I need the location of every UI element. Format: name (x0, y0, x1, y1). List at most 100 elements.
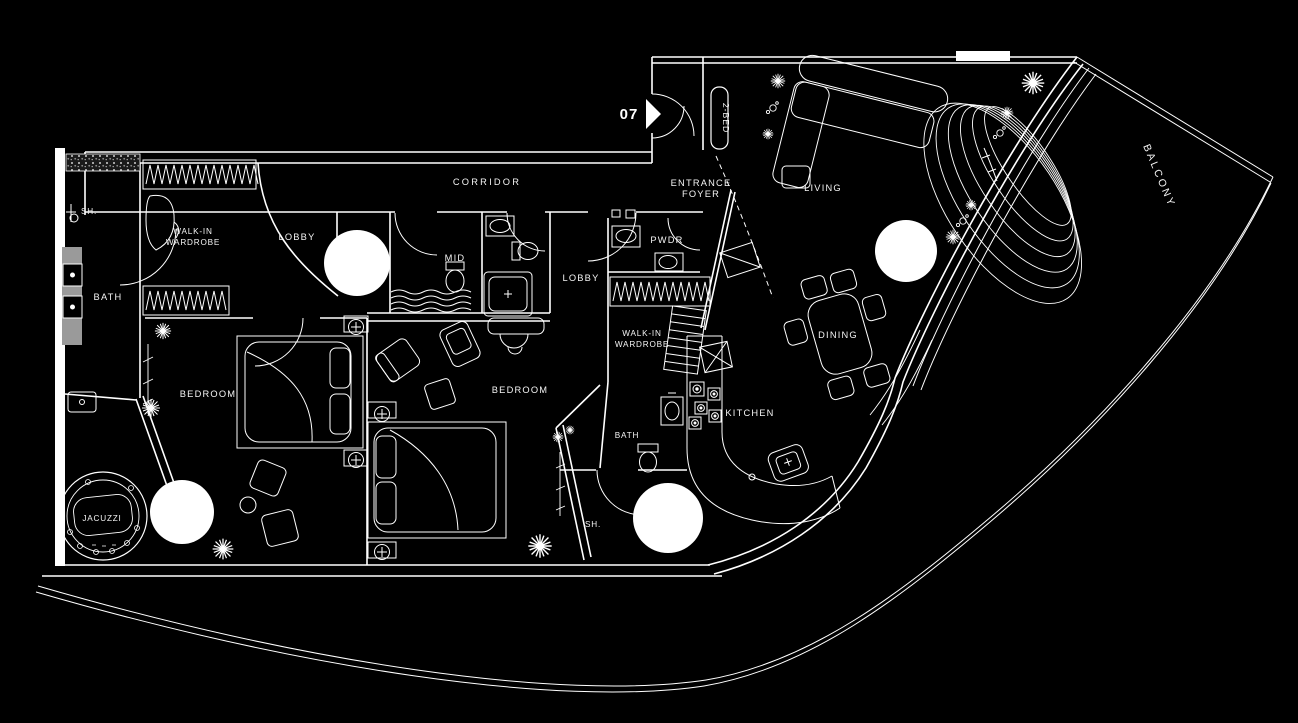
bed1-blanket-fold (246, 351, 313, 443)
oval-fan-tails (869, 329, 933, 426)
pwdr-door-swing (667, 217, 701, 251)
dining-chair-icon (863, 363, 891, 388)
balcony-sweep-inner (35, 182, 1272, 693)
bed2-pillow (375, 435, 397, 479)
jacuzzi-jets (67, 479, 140, 555)
lobby1-curved-wall (257, 162, 339, 297)
bedroom2-furniture (367, 317, 566, 560)
desk-icon (487, 317, 545, 355)
pwdr-sink-icon (611, 209, 641, 248)
bed2-frame (367, 421, 507, 539)
wardrobes (142, 159, 711, 375)
plant-icon (965, 199, 977, 211)
plant-icon (552, 431, 564, 443)
room-label-shower1: SH. (81, 207, 97, 216)
plant-icon (762, 128, 774, 140)
room-label-lobby2: LOBBY (562, 273, 599, 283)
pwdr-toilet-icon (654, 252, 684, 272)
kitchen-tap-dot (748, 473, 756, 481)
kitchen-inner-counter (721, 336, 833, 487)
bath2-sink-icon (660, 392, 684, 426)
living-furniture (772, 54, 949, 189)
mid-door-swing (394, 212, 438, 256)
bed1-pillow (329, 347, 351, 389)
columns (150, 220, 937, 553)
plant-icon (527, 533, 553, 559)
se-curved-wall (707, 56, 1078, 566)
dining-chair-icon (829, 268, 858, 294)
column-icon (875, 220, 937, 282)
wardrobe1-hangers2 (145, 290, 227, 311)
mid-bath-walls (389, 212, 551, 313)
bath1-toilet-icon (511, 241, 539, 261)
island-sink-icon (767, 444, 809, 482)
top-wall-notch (956, 51, 1010, 61)
hob-icon (688, 381, 722, 430)
balcony-oval-feature (869, 102, 1082, 426)
shower1-door-swing (119, 228, 177, 286)
kitchen-area (686, 241, 841, 525)
mid-toilet-icon (445, 261, 465, 293)
bedroom1-furniture (142, 315, 369, 547)
plant-icon (212, 538, 234, 560)
room-label-bedroom2: BEDROOM (492, 385, 548, 395)
column-icon (324, 230, 390, 296)
room-label-jacuzzi: JACUZZI (82, 514, 121, 523)
dress-form-icon (145, 194, 180, 251)
bedroom1-door-swing (254, 317, 304, 367)
vanity-sinks (62, 263, 83, 319)
unit-number-label: 07 (620, 106, 639, 123)
entry-door-swing-2 (651, 105, 685, 139)
room-label-mid: MID (445, 253, 466, 263)
leaf-branch-icon (981, 147, 998, 182)
unit-marker (646, 86, 729, 150)
mid-shower-floor (390, 289, 472, 313)
bottom-wall (42, 564, 722, 577)
dining-chair-icon (827, 375, 855, 401)
unit-type-label: 2-BED (721, 103, 731, 133)
side-table-icon (781, 165, 811, 189)
plants (141, 71, 1045, 560)
plant-icon (945, 229, 961, 245)
pwdr-diagonal-wall (700, 189, 736, 331)
planter-strip-line1 (912, 67, 1090, 387)
plant-icon (565, 425, 575, 435)
dining-chair-icon (861, 293, 887, 322)
pouf-chair-icon (261, 509, 299, 547)
room-label-kitchen: KITCHEN (725, 408, 774, 418)
armchair-icon (375, 338, 421, 383)
pouf-chair-icon (424, 378, 456, 410)
walls (42, 51, 1084, 577)
jacuzzi-area (58, 471, 148, 561)
plant-icon (1000, 106, 1014, 120)
mid-bath-bottom-wall (367, 312, 550, 322)
jacuzzi-inner (66, 479, 140, 553)
pwdr-walls (607, 218, 700, 306)
bath1-sink-icon (485, 211, 515, 237)
plant-icon (154, 322, 172, 340)
jacuzzi-outer (58, 471, 148, 561)
balcony-top-right-edge (1073, 56, 1274, 183)
bed1-mattress (244, 341, 352, 443)
bath2-toilet-icon (637, 443, 659, 473)
unit-type-pill (710, 86, 729, 150)
room-label-wardrobe1-1: WALK-IN (173, 227, 212, 236)
plant-icon (922, 257, 934, 269)
kitchen-counter-caps (687, 335, 841, 509)
wardrobe1-rail2-icon (142, 285, 230, 316)
plant-icon (770, 73, 786, 89)
dining-chair-icon (800, 275, 828, 300)
room-label-bedroom1: BEDROOM (180, 389, 236, 399)
bed1-frame (236, 335, 364, 449)
room-label-wardrobe1-2: WARDROBE (166, 238, 220, 247)
balcony-edges (35, 56, 1274, 693)
room-label-bath1: BATH (94, 292, 123, 302)
dining-chair-icon (783, 318, 809, 346)
wardrobe2-rail-icon (609, 276, 711, 307)
column-icon (633, 483, 703, 553)
duct-shaft-icon (719, 241, 761, 279)
room-label-entrance-foyer-2: FOYER (682, 189, 720, 199)
bath2-corner-wall (555, 384, 601, 429)
balcony-sweep-outer (37, 176, 1274, 687)
